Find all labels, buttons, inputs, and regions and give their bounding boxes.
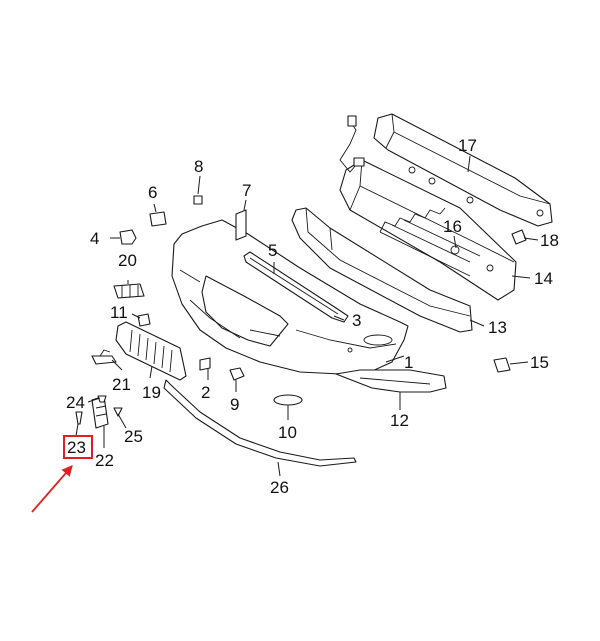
callout-10: 10 <box>278 423 297 442</box>
callout-9: 9 <box>230 395 239 414</box>
callout-12: 12 <box>390 411 409 430</box>
fastener-parts <box>75 395 123 425</box>
callout-11: 11 <box>110 303 128 322</box>
bumper-absorber-part <box>339 159 517 301</box>
callout-15: 15 <box>530 353 549 372</box>
callout-8: 8 <box>194 157 203 176</box>
callout-2: 2 <box>201 383 210 402</box>
callout-4: 4 <box>90 229 99 248</box>
callout-26: 26 <box>270 478 289 497</box>
bumper-cover-part <box>171 219 409 375</box>
callout-7: 7 <box>242 181 251 200</box>
callout-14: 14 <box>534 269 553 288</box>
wiring-harness-part <box>339 115 365 173</box>
callout-3: 3 <box>352 311 361 330</box>
callout-24: 24 <box>66 393 85 412</box>
callout-1: 1 <box>404 353 413 372</box>
leader-lines <box>75 155 539 477</box>
callout-25: 25 <box>124 427 143 446</box>
energy-absorber-part <box>291 207 473 333</box>
callout-23: 23 <box>67 438 86 457</box>
clip-part <box>91 349 117 365</box>
bracket-part <box>113 283 145 299</box>
callout-labels: 1 2 3 4 5 6 7 8 9 10 11 12 13 14 15 16 1… <box>63 136 559 497</box>
callout-13: 13 <box>488 318 507 337</box>
highlight-pointer-arrow <box>31 465 73 513</box>
callout-17: 17 <box>458 136 477 155</box>
callout-18: 18 <box>540 231 559 250</box>
reinforcement-beam-part <box>373 113 553 227</box>
lower-spoiler-part <box>335 369 447 393</box>
callout-19: 19 <box>142 383 161 402</box>
upper-trim-strip-part <box>243 251 349 323</box>
callout-16: 16 <box>443 217 462 236</box>
callout-5: 5 <box>268 241 277 260</box>
callout-6: 6 <box>148 183 157 202</box>
callout-22: 22 <box>95 451 114 470</box>
callout-20: 20 <box>118 251 137 270</box>
grille-part <box>115 321 187 381</box>
callout-23-highlight-box <box>63 435 93 459</box>
bottom-trim-strip-part <box>163 379 357 467</box>
small-hardware-parts <box>119 195 527 406</box>
callout-21: 21 <box>112 375 131 394</box>
